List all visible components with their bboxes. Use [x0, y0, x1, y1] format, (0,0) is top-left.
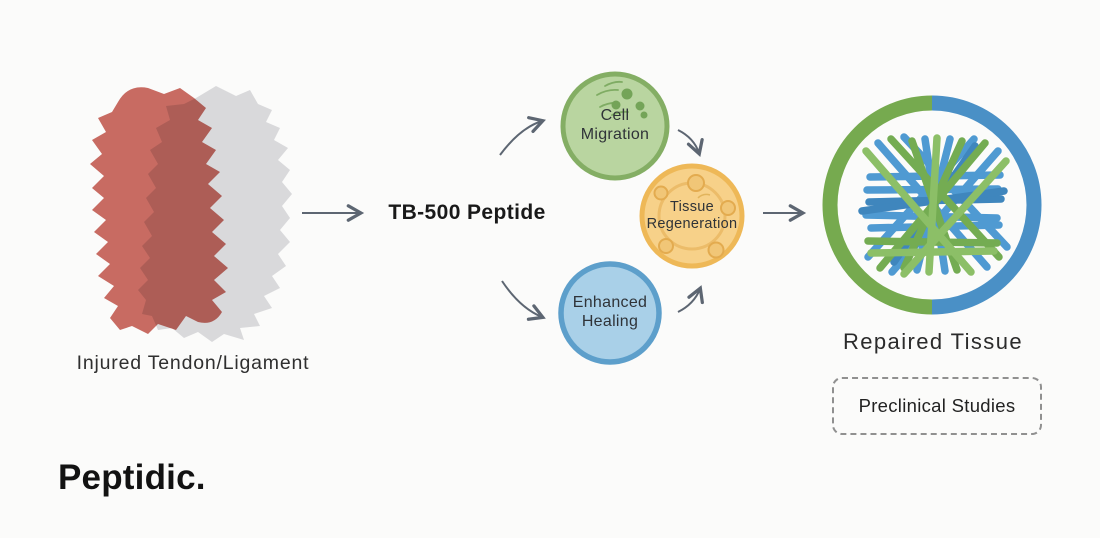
injured-tissue-red-shape	[90, 87, 228, 334]
injured-tissue-icon	[90, 86, 292, 342]
cell-migration-label: Cell Migration	[555, 107, 675, 145]
peptide-label: TB-500 Peptide	[388, 201, 546, 224]
arrow-peptide-to-enhanced-healing	[501, 280, 546, 321]
injured-tissue-label: Injured Tendon/Ligament	[76, 352, 310, 374]
woven-fibers	[858, 133, 1011, 278]
cell-migration-label-line2: Migration	[580, 125, 650, 143]
arrow-peptide-to-cell-migration	[499, 116, 546, 156]
ring-green-half	[822, 95, 933, 315]
cell-migration-circle	[560, 71, 670, 181]
node-cycle-icon	[653, 174, 736, 259]
arrow-enhanced-healing-to-tissue-regeneration	[677, 285, 704, 313]
preclinical-studies-badge-label: Preclinical Studies	[858, 395, 1016, 416]
tissue-regeneration-label: Tissue Regeneration	[630, 199, 754, 233]
repaired-tissue-icon	[822, 95, 1042, 315]
cell-migration-label-line1: Cell	[600, 107, 630, 124]
tissue-regeneration-label-line2: Regeneration	[646, 216, 738, 233]
enhanced-healing-label: Enhanced Healing	[550, 294, 670, 332]
ring-blue-half	[931, 95, 1042, 315]
enhanced-healing-label-line2: Healing	[581, 312, 639, 330]
tissue-regeneration-label-line1: Tissue	[670, 199, 714, 215]
preclinical-studies-badge: Preclinical Studies	[832, 377, 1042, 435]
enhanced-healing-label-line1: Enhanced	[572, 294, 648, 311]
repaired-tissue-label: Repaired Tissue	[843, 329, 1023, 354]
enhanced-healing-circle	[558, 261, 662, 365]
tissue-regeneration-node	[639, 163, 745, 269]
cell-migration-node	[560, 71, 670, 181]
arrow-cell-migration-to-tissue-regeneration	[677, 129, 704, 157]
enhanced-healing-node	[558, 261, 662, 365]
migrating-cells-dots-icon	[596, 80, 648, 119]
brand-logo-text: Peptidic.	[58, 458, 206, 497]
